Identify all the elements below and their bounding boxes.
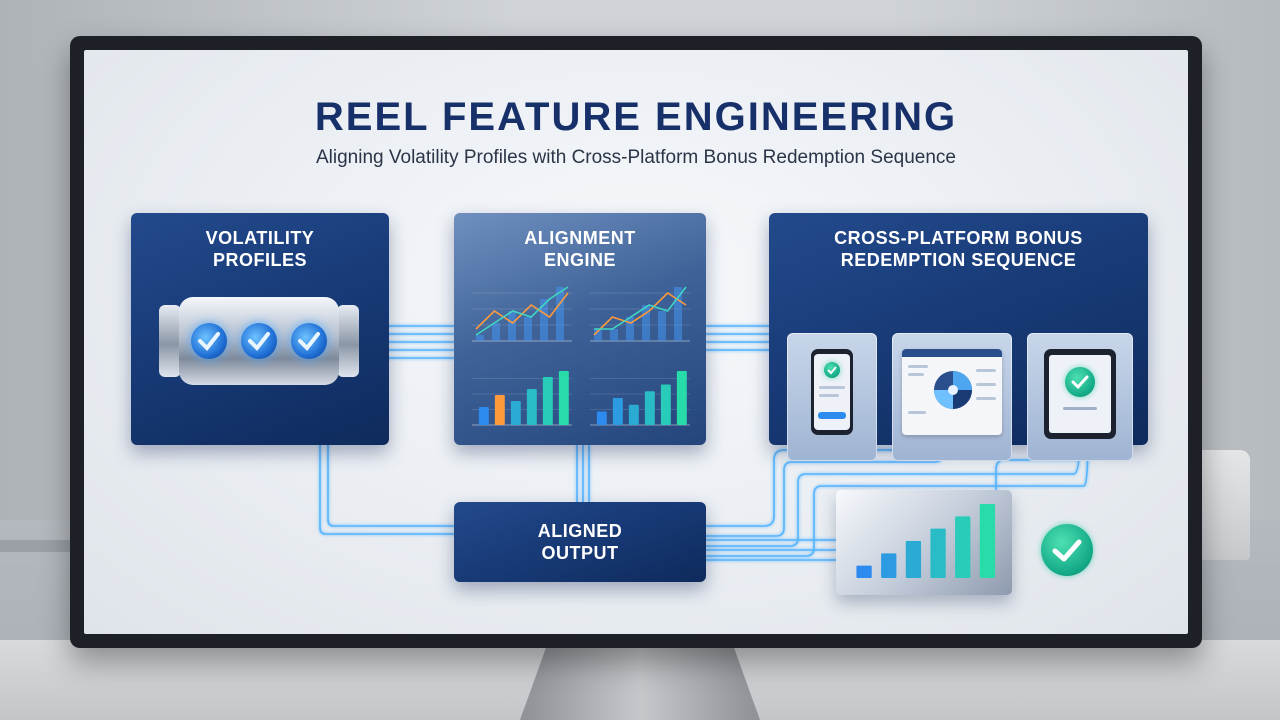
chart-series-line [475, 292, 569, 330]
aligned-output-panel: ALIGNED OUTPUT [454, 502, 706, 582]
text-placeholder-line [1063, 407, 1097, 410]
phone-device-card [787, 333, 877, 461]
page-title: REEL FEATURE ENGINEERING [314, 95, 958, 139]
line-chart-icon [590, 286, 690, 342]
chart-bar [478, 407, 489, 425]
bar-chart-icon [856, 504, 996, 578]
chart-bar [628, 404, 639, 425]
bonus-redemption-panel: CROSS-PLATFORM BONUS REDEMPTION SEQUENCE [769, 213, 1148, 461]
chart-bar [626, 317, 634, 341]
chart-bar [494, 395, 505, 425]
alignment-title-line2: ENGINE [543, 250, 616, 270]
page-subtitle: Aligning Volatility Profiles with Cross-… [316, 147, 956, 168]
text-placeholder-line [819, 394, 839, 397]
browser-device-card [892, 333, 1012, 461]
browser-window-icon [902, 349, 1002, 435]
chart-series-line [593, 291, 687, 336]
slot-reel-drum-icon [159, 291, 359, 391]
chart-bar [612, 398, 623, 425]
reel-check-icon [291, 323, 327, 359]
drum-left-cap [159, 305, 181, 377]
output-title-line2: OUTPUT [541, 543, 619, 563]
drum-body [179, 297, 339, 385]
check-circle-icon [824, 362, 840, 378]
chart-bar [642, 305, 650, 341]
tablet-screen [1049, 355, 1111, 433]
text-placeholder-line [976, 383, 996, 386]
volatility-profiles-panel: VOLATILITY PROFILES [131, 213, 389, 445]
reel-check-icon [191, 323, 227, 359]
volatility-title-line1: VOLATILITY [205, 228, 315, 248]
tablet-icon [1044, 349, 1116, 439]
text-placeholder-line [819, 386, 845, 389]
chart-bar [881, 553, 897, 578]
text-placeholder-line [976, 397, 996, 400]
chart-bar [540, 299, 548, 341]
monitor-screen: REEL FEATURE ENGINEERING Aligning Volati… [84, 50, 1188, 634]
chart-bar [676, 371, 687, 425]
monitor-stand [520, 640, 760, 720]
chart-bar [930, 528, 946, 578]
chart-bar [955, 516, 971, 578]
chart-bar [558, 371, 569, 425]
chart-series-line [594, 286, 687, 330]
volatility-title-line2: PROFILES [212, 250, 307, 270]
text-placeholder-line [908, 411, 926, 414]
alignment-title-line1: ALIGNMENT [524, 228, 636, 248]
chart-bar [526, 389, 537, 425]
alignment-engine-panel: ALIGNMENT ENGINE [454, 213, 706, 445]
chart-bar [510, 401, 521, 425]
tablet-device-card [1027, 333, 1133, 461]
chart-bar [658, 311, 666, 341]
browser-toolbar [902, 349, 1002, 357]
text-placeholder-line [908, 373, 924, 376]
chart-bar [674, 287, 682, 341]
phone-screen [814, 354, 850, 430]
redeem-mini-button [818, 412, 846, 419]
check-circle-icon [1041, 524, 1093, 576]
chart-bar [905, 541, 922, 578]
wheel-icon [934, 371, 972, 409]
check-circle-icon [1065, 367, 1095, 397]
chart-bar [660, 384, 671, 425]
chart-bar [508, 311, 516, 341]
chart-bar [542, 377, 553, 425]
chart-bar [492, 323, 500, 341]
chart-bar [596, 411, 607, 425]
chart-bar [856, 565, 872, 578]
redemption-title-line1: CROSS-PLATFORM BONUS [834, 228, 1083, 248]
text-placeholder-line [976, 369, 996, 372]
chart-bar [644, 391, 655, 425]
output-title-line1: ALIGNED [537, 521, 623, 541]
chart-bar [979, 504, 996, 578]
chart-series-line [475, 286, 569, 336]
redemption-title-line2: REDEMPTION SEQUENCE [840, 250, 1077, 270]
chart-bar [556, 287, 564, 341]
drum-right-cap [337, 305, 359, 377]
output-bar-chart [836, 490, 1012, 595]
phone-icon [811, 349, 853, 435]
line-chart-icon [472, 286, 572, 342]
chart-bar [524, 317, 532, 341]
reel-check-icon [241, 323, 277, 359]
bar-chart-icon [472, 371, 572, 426]
room-shelf [0, 540, 80, 552]
bar-chart-icon [590, 371, 690, 426]
chart-bar [476, 335, 484, 341]
chart-bar [594, 329, 602, 341]
text-placeholder-line [908, 365, 928, 368]
chart-bar [610, 329, 618, 341]
